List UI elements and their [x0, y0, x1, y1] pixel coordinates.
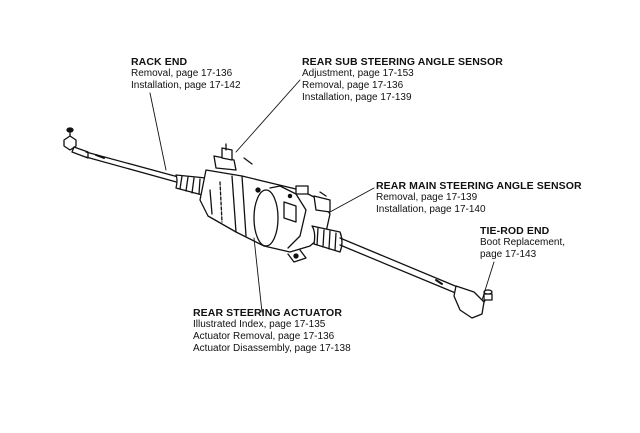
rear-main-sensor-title: REAR MAIN STEERING ANGLE SENSOR — [376, 180, 582, 192]
rear-steering-actuator-line: Illustrated Index, page 17-135 — [193, 319, 326, 330]
rear-sub-sensor-line: Installation, page 17-139 — [302, 92, 412, 103]
leader-lines — [149, 79, 495, 313]
leader-sub-sensor — [235, 79, 301, 153]
rack-end-title: RACK END — [131, 56, 188, 68]
main-sensor — [313, 191, 331, 213]
rear-main-sensor-line: Removal, page 17-139 — [376, 192, 478, 203]
tie-rod-end-line: page 17-143 — [480, 249, 537, 260]
rear-steering-actuator-line: Actuator Disassembly, page 17-138 — [193, 343, 351, 354]
right-tie-rod — [339, 237, 461, 295]
rear-sub-sensor-line: Removal, page 17-136 — [302, 80, 404, 91]
left-tie-rod — [85, 151, 183, 184]
left-tie-rod-end — [63, 127, 89, 159]
callout-tie-rod-end: TIE-ROD END Boot Replacement, page 17-14… — [480, 225, 565, 261]
right-boot — [311, 225, 343, 253]
rear-steering-actuator-line: Actuator Removal, page 17-136 — [193, 331, 335, 342]
callout-rear-sub-steering-angle-sensor: REAR SUB STEERING ANGLE SENSOR Adjustmen… — [302, 56, 503, 104]
leader-actuator — [253, 237, 263, 313]
rear-sub-sensor-title: REAR SUB STEERING ANGLE SENSOR — [302, 56, 503, 68]
leader-main-sensor — [329, 187, 375, 213]
rack-end-line: Installation, page 17-142 — [131, 80, 241, 91]
right-tie-rod-end — [453, 285, 493, 319]
leader-tie-rod-end — [481, 261, 495, 301]
callout-rear-main-steering-angle-sensor: REAR MAIN STEERING ANGLE SENSOR Removal,… — [376, 180, 582, 216]
tie-rod-end-title: TIE-ROD END — [480, 225, 550, 237]
sub-sensor-bracket — [213, 143, 309, 195]
rear-steering-actuator-title: REAR STEERING ACTUATOR — [193, 307, 343, 319]
rear-main-sensor-line: Installation, page 17-140 — [376, 204, 486, 215]
actuator-housing — [199, 169, 331, 263]
rear-sub-sensor-line: Adjustment, page 17-153 — [302, 68, 414, 79]
callout-rear-steering-actuator: REAR STEERING ACTUATOR Illustrated Index… — [193, 307, 351, 355]
callout-rack-end: RACK END Removal, page 17-136 Installati… — [131, 56, 241, 92]
rack-end-line: Removal, page 17-136 — [131, 68, 233, 79]
leader-rack-end — [149, 92, 167, 171]
tie-rod-end-line: Boot Replacement, — [480, 237, 566, 248]
